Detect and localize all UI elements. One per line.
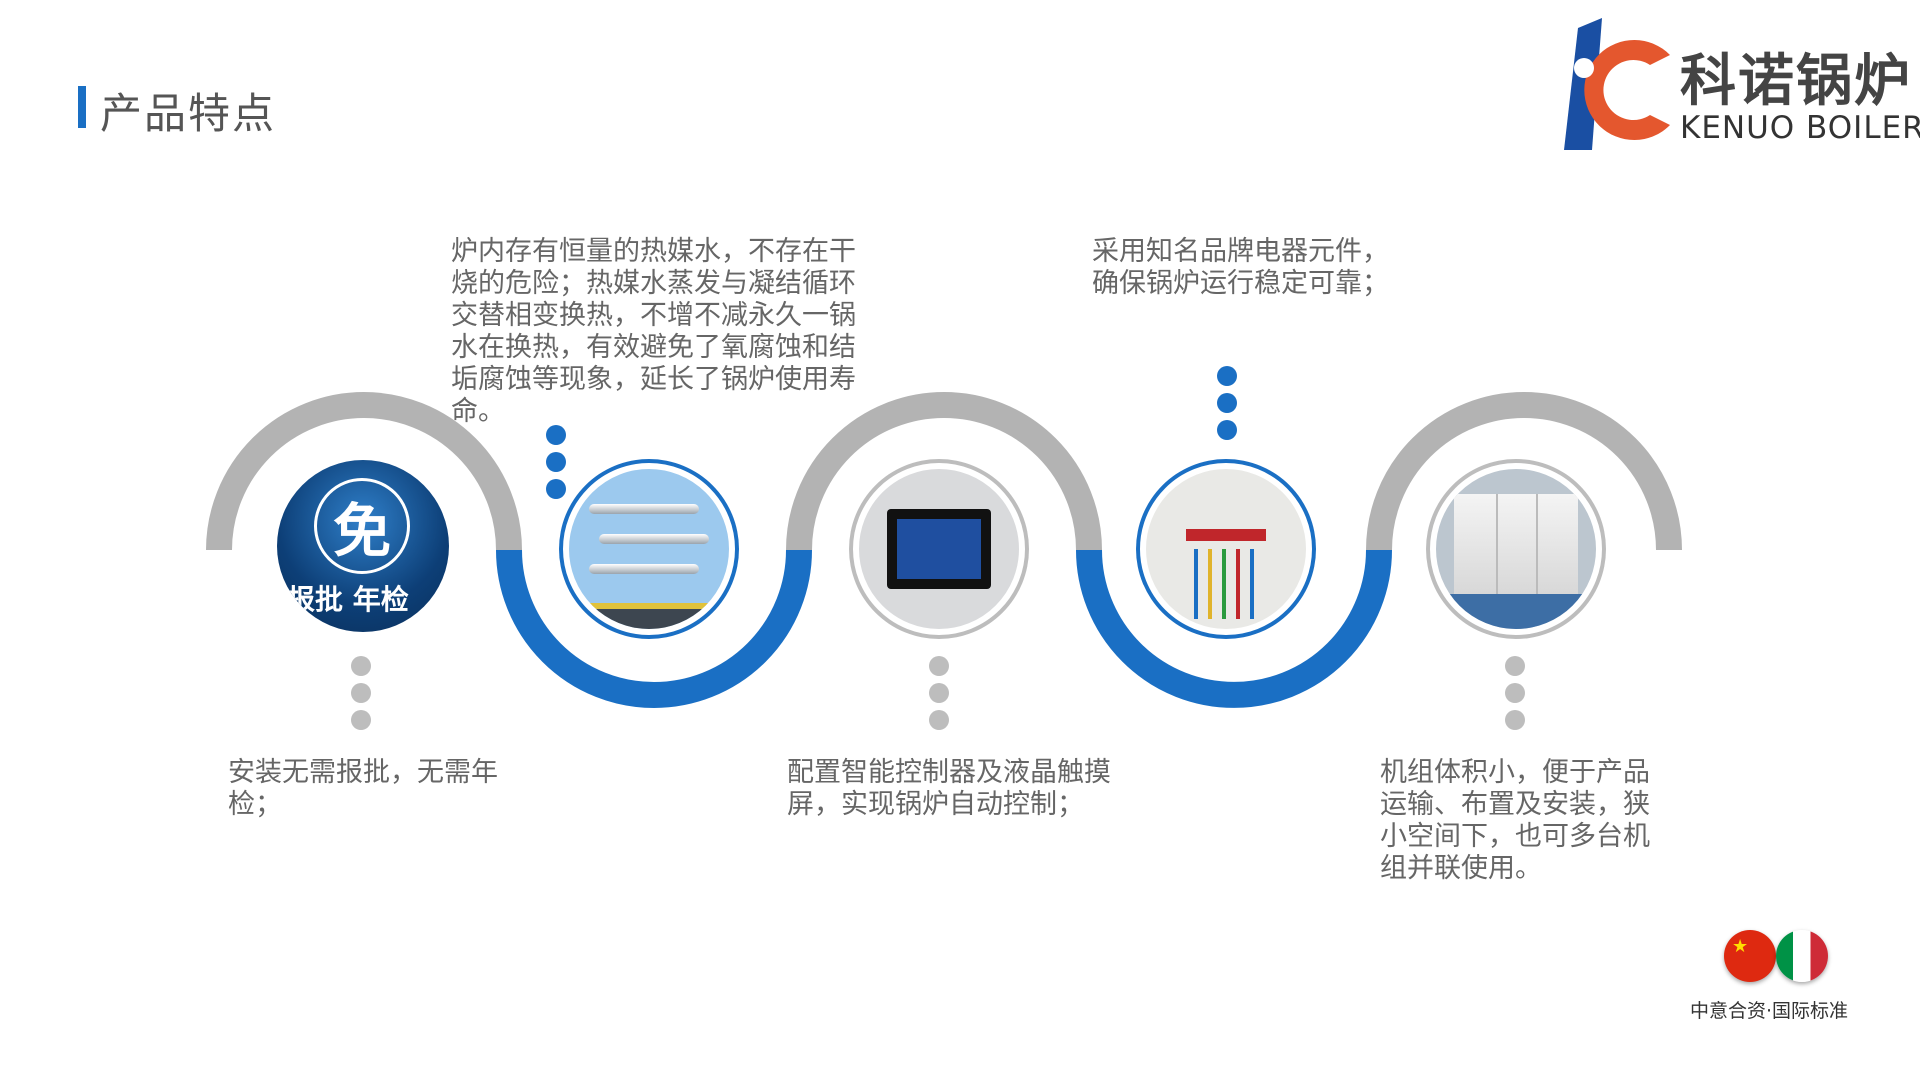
wire (1236, 549, 1240, 619)
mian-character: 免 (332, 497, 391, 565)
heat-tube (599, 534, 709, 544)
jv-badge-text: 中意合资·国际标准 (1690, 1000, 1849, 1022)
cabinet-divider (1496, 494, 1498, 594)
connector-dots (546, 425, 568, 506)
jv-badge: ★ 中意合资·国际标准 (1690, 930, 1870, 1022)
boiler-interior-image (563, 463, 735, 635)
feature-text-5: 机组体积小，便于产品运输、布置及安装，狭小空间下，也可多台机组并联使用。 (1380, 757, 1650, 884)
feature-text-3: 配置智能控制器及液晶触摸屏，实现锅炉自动控制； (787, 757, 1111, 820)
lcd-display (897, 519, 981, 579)
china-flag-icon: ★ (1724, 930, 1776, 982)
no-approval-icon: 免 报批 年检 (277, 460, 449, 632)
feature-text-4: 采用知名品牌电器元件，确保锅炉运行稳定可靠； (1092, 236, 1389, 299)
cabinet-divider (1536, 494, 1538, 594)
page-title: 产品特点 (100, 89, 277, 138)
title-accent-bar (78, 86, 86, 128)
heat-tube (589, 564, 699, 574)
floor-line (569, 603, 729, 609)
wire (1250, 549, 1254, 619)
busbar (1186, 529, 1266, 541)
touch-screen-image (853, 463, 1025, 635)
floor (569, 609, 729, 629)
boiler-unit-image (1430, 463, 1602, 635)
wire (1208, 549, 1212, 619)
approval-subtext: 报批 年检 (287, 583, 409, 616)
wire (1194, 549, 1198, 619)
mian-ring: 免 (314, 478, 410, 574)
connector-dots (351, 656, 373, 737)
cabinet (1454, 494, 1578, 594)
connector-dots (929, 656, 951, 737)
wire (1222, 549, 1226, 619)
feature-text-2: 炉内存有恒量的热媒水，不存在干烧的危险；热媒水蒸发与凝结循环交替相变换热，不增不… (451, 236, 856, 427)
company-logo: 科诺锅炉 KENUO BOILER (1550, 10, 1920, 155)
italy-flag-icon (1776, 930, 1828, 982)
logo-name-en: KENUO BOILER (1680, 110, 1920, 146)
electrical-components-image (1140, 463, 1312, 635)
kenuo-logo-mark (1564, 18, 1670, 150)
connector-dots (1505, 656, 1527, 737)
feature-text-1: 安装无需报批，无需年检； (228, 757, 498, 820)
logo-name-cn: 科诺锅炉 (1680, 49, 1912, 114)
connector-dots (1217, 366, 1239, 447)
heat-tube (589, 504, 699, 514)
floor (1436, 594, 1596, 629)
lcd-screen (887, 509, 991, 589)
